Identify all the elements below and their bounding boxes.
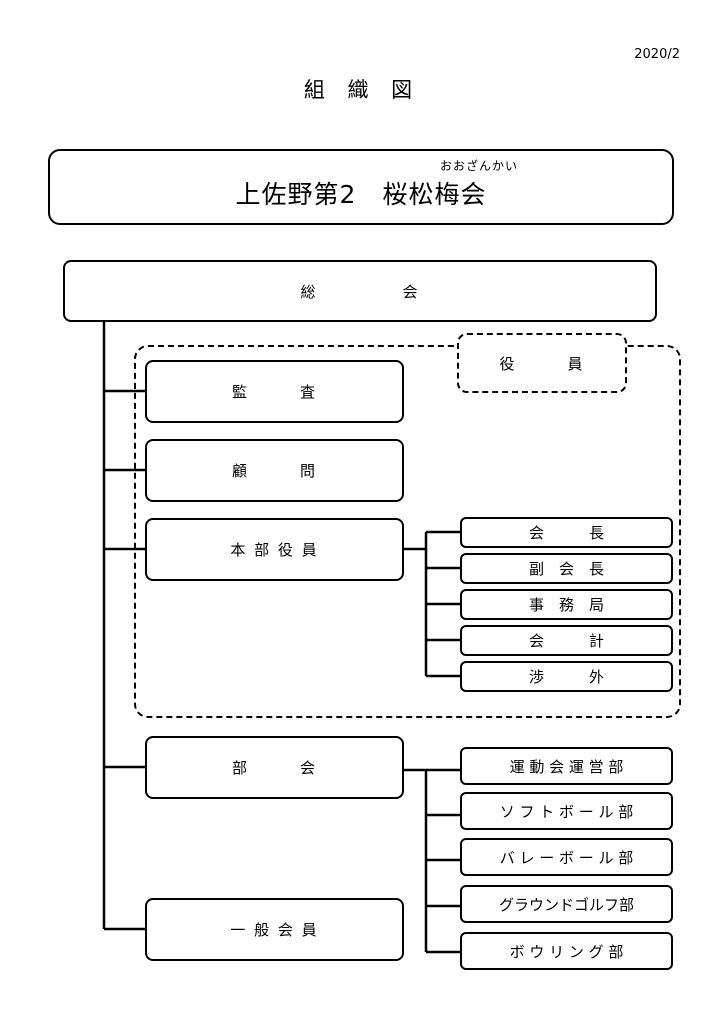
role-box-secretariat: 事 務 局 (460, 589, 673, 620)
club-box-bowling: ボ ウ リ ン グ 部 (460, 932, 673, 970)
role-box-treasurer: 会 計 (460, 625, 673, 656)
club-box-ground-golf: グラウンドゴルフ部 (460, 885, 673, 923)
role-label: 事 務 局 (528, 596, 604, 614)
role-label: 副 会 長 (528, 560, 604, 578)
general-assembly-label: 総 会 (300, 282, 420, 301)
general-assembly-box: 総 会 (63, 260, 657, 322)
officers-group-label-box: 役 員 (457, 333, 627, 393)
club-box-softball: ソ フ ト ボ ー ル 部 (460, 792, 673, 830)
general-members-box: 一 般 会 員 (145, 898, 404, 961)
organization-name: 上佐野第2 桜松梅会 (235, 180, 487, 209)
organization-box: おおざんかい 上佐野第2 桜松梅会 (48, 149, 674, 225)
sections-box: 部 会 (145, 736, 404, 799)
advisor-label: 顧 問 (231, 462, 317, 480)
role-label: 会 長 (528, 524, 604, 542)
club-box-sports-day: 運 動 会 運 営 部 (460, 747, 673, 785)
club-label: ソ フ ト ボ ー ル 部 (499, 802, 634, 821)
role-label: 渉 外 (528, 668, 604, 686)
officers-group-label: 役 員 (499, 354, 585, 373)
hq-officers-label: 本 部 役 員 (230, 541, 319, 559)
role-box-liaison: 渉 外 (460, 661, 673, 692)
hq-officers-box: 本 部 役 員 (145, 518, 404, 581)
date-label: 2020/2 (634, 47, 680, 62)
club-label: 運 動 会 運 営 部 (509, 757, 624, 776)
club-label: バ レ ー ボ ー ル 部 (499, 848, 634, 867)
club-box-volleyball: バ レ ー ボ ー ル 部 (460, 838, 673, 876)
club-label: ボ ウ リ ン グ 部 (509, 942, 624, 961)
advisor-box: 顧 問 (145, 439, 404, 502)
role-box-vice-president: 副 会 長 (460, 553, 673, 584)
organization-furigana: おおざんかい (440, 159, 519, 173)
auditor-label: 監 査 (231, 383, 317, 401)
role-label: 会 計 (528, 632, 604, 650)
general-members-label: 一 般 会 員 (230, 921, 319, 939)
officers-group-border (134, 345, 681, 718)
page-title: 組 織 図 (303, 78, 421, 102)
sections-label: 部 会 (231, 759, 317, 777)
role-box-president: 会 長 (460, 517, 673, 548)
club-label: グラウンドゴルフ部 (498, 895, 634, 914)
auditor-box: 監 査 (145, 360, 404, 423)
